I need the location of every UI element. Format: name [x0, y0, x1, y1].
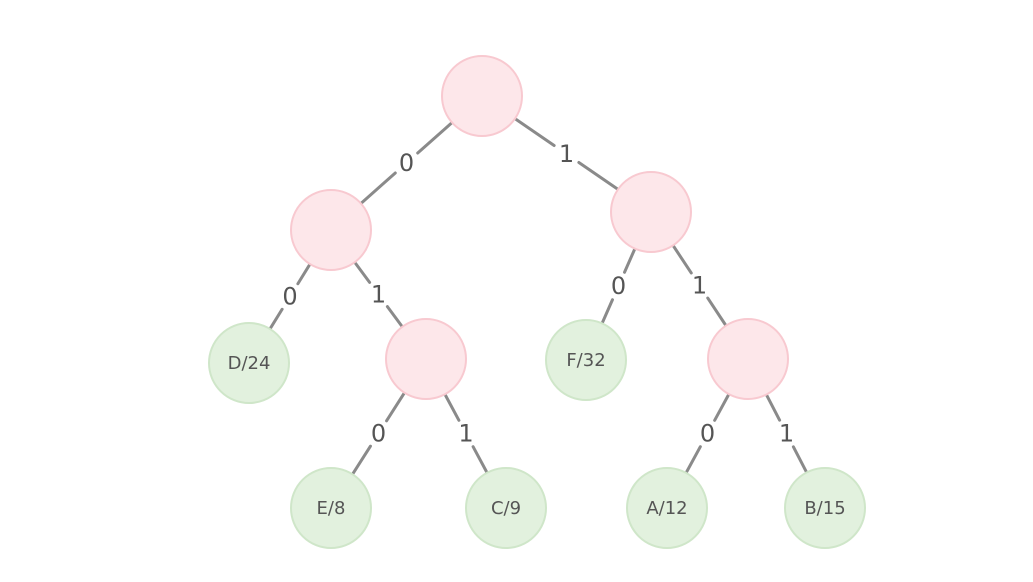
edge-label-n11-A: 0: [700, 420, 715, 448]
internal-circle: [290, 189, 372, 271]
edge-n0-D-lower: [268, 307, 284, 331]
edge-label-n01-E: 0: [371, 420, 386, 448]
leaf-node-C: C/9: [465, 467, 547, 549]
leaf-node-B: B/15: [784, 467, 866, 549]
edge-n01-C-lower: [471, 445, 489, 475]
node-label-B: B/15: [804, 498, 845, 519]
nodes-layer: D/24E/8 C/9 F/32A/12 B/15: [208, 55, 866, 549]
edge-n01-E-upper: [385, 391, 406, 423]
edge-n1-n11-upper: [671, 243, 693, 275]
edge-n11-B-lower: [791, 445, 809, 474]
leaf-node-F: F/32: [545, 319, 627, 401]
leaf-node-E: E/8: [290, 467, 372, 549]
edge-root-n1-upper: [513, 117, 556, 148]
edge-n11-A-lower: [684, 445, 702, 475]
leaf-circle: [465, 467, 547, 549]
edges-layer: 0 1 0 1 0 1 0 1 0 1: [268, 117, 809, 476]
edge-n11-B-upper: [764, 393, 782, 422]
leaf-circle: [290, 467, 372, 549]
node-label-D: D/24: [228, 353, 271, 374]
edge-label-n11-B: 1: [779, 420, 794, 448]
leaf-circle: [784, 467, 866, 549]
leaf-circle: [626, 467, 708, 549]
internal-node-n01: [385, 318, 467, 400]
node-label-E: E/8: [317, 498, 346, 519]
internal-circle: [610, 171, 692, 253]
leaf-node-A: A/12: [626, 467, 708, 549]
leaf-node-D: D/24: [208, 322, 290, 404]
edge-n0-D-upper: [296, 262, 312, 286]
edge-n1-F-lower: [600, 298, 614, 325]
edge-label-n1-n11: 1: [692, 272, 707, 300]
edge-root-n1-lower: [577, 160, 620, 191]
leaf-circle: [208, 322, 290, 404]
edge-n1-F-upper: [623, 247, 637, 274]
internal-node-n0: [290, 189, 372, 271]
edge-label-root-n0: 0: [399, 149, 414, 177]
edge-n0-n01-upper: [353, 260, 372, 284]
edge-label-n01-C: 1: [458, 420, 473, 448]
edge-n0-n01-lower: [385, 305, 404, 329]
edge-label-root-n1: 1: [559, 140, 574, 168]
edge-root-n0-upper: [416, 121, 454, 155]
edge-root-n0-lower: [359, 171, 397, 205]
edge-n01-C-upper: [443, 392, 461, 422]
internal-node-n1: [610, 171, 692, 253]
edge-n1-n11-lower: [706, 296, 728, 328]
edge-n01-E-lower: [351, 444, 372, 476]
edge-label-n0-n01: 1: [371, 281, 386, 309]
leaf-circle: [545, 319, 627, 401]
edge-n11-A-upper: [713, 392, 731, 422]
edge-label-n0-D: 0: [282, 283, 297, 311]
node-label-C: C/9: [491, 498, 521, 519]
internal-circle: [441, 55, 523, 137]
internal-circle: [707, 318, 789, 400]
node-label-A: A/12: [646, 498, 687, 519]
internal-node-root: [441, 55, 523, 137]
node-label-F: F/32: [566, 350, 605, 371]
internal-node-n11: [707, 318, 789, 400]
internal-circle: [385, 318, 467, 400]
edge-label-n1-F: 0: [611, 272, 626, 300]
